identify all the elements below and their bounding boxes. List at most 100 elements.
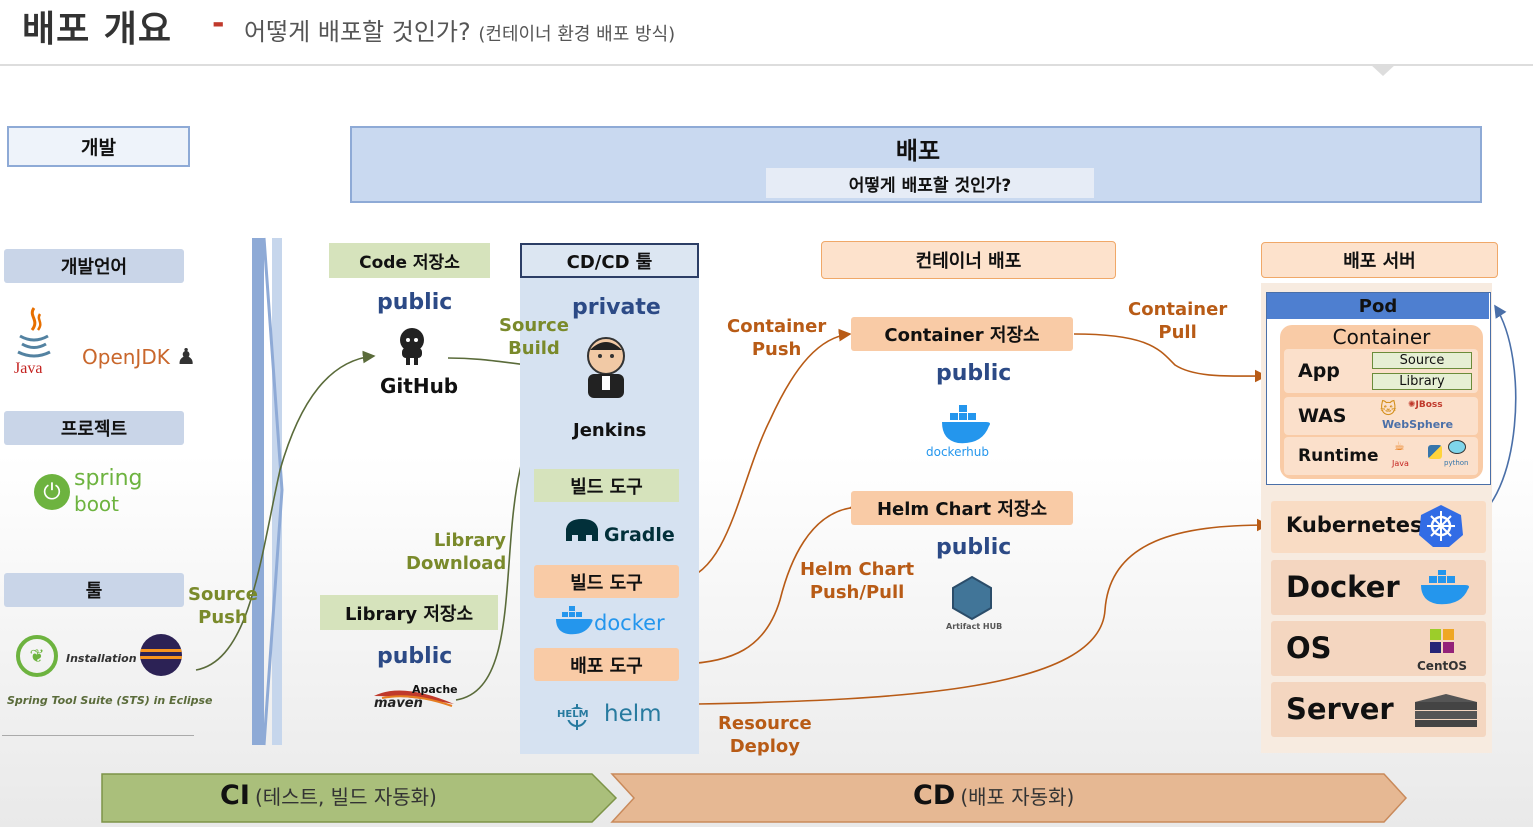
kubernetes-row: Kubernetes: [1271, 501, 1486, 553]
server-label: Server: [1286, 692, 1394, 726]
dev-bottom-line: [2, 735, 194, 736]
server-rack-icon: [1415, 692, 1477, 728]
source-build-line2: Build: [508, 338, 560, 359]
docker-text: docker: [594, 611, 665, 635]
openjdk-text: OpenJDK: [82, 345, 170, 369]
library-download-line1: Library: [433, 530, 506, 551]
docker-row-whale-icon: [1419, 570, 1471, 606]
header-notch: [1370, 64, 1396, 76]
build-tool-1-label: 빌드 도구: [534, 469, 679, 502]
eclipse-icon: [140, 634, 182, 676]
container-push-label: Container Push: [727, 315, 826, 361]
container-repo-label: Container 저장소: [851, 317, 1073, 351]
container-pull-line1: Container: [1128, 299, 1228, 320]
source-build-line1: Source: [499, 315, 569, 336]
dockerhub-whale-icon: [940, 405, 992, 445]
artifact-hub-hexagon-icon: [950, 575, 994, 621]
was-label: WAS: [1298, 405, 1347, 427]
deploy-title: 배포: [895, 136, 941, 165]
ci-label: CI: [220, 780, 250, 811]
app-row: App Source Library: [1284, 349, 1478, 393]
ci-separator-bar-2: [272, 238, 282, 745]
runtime-golang-icon: [1448, 440, 1466, 454]
docker-whale-icon: [554, 606, 594, 636]
container-push-line2: Push: [751, 339, 802, 360]
power-icon: ⏻: [34, 474, 70, 510]
cicd-visibility: private: [572, 295, 661, 320]
runtime-python-text: python: [1444, 459, 1469, 467]
page-title: 배포 개요: [22, 9, 173, 50]
ci-separator-bar: [252, 238, 264, 745]
container-push-line1: Container: [727, 316, 827, 337]
dev-lang-label: 개발언어: [4, 249, 184, 283]
cd-arrow-shape: [610, 773, 1408, 823]
github-text: GitHub: [380, 374, 459, 398]
spring-boot-logo: ⏻ spring boot: [34, 466, 154, 518]
helm-repo-label: Helm Chart 저장소: [851, 491, 1073, 525]
library-download-label: Library Download: [406, 529, 506, 575]
container-label: Container: [1332, 325, 1431, 349]
boot-text: boot: [74, 492, 120, 516]
helm-text: helm: [604, 701, 662, 727]
deploy-server-label: 배포 서버: [1261, 242, 1498, 278]
source-push-line2: Push: [198, 607, 248, 628]
jboss-icon: ✺JBoss: [1408, 400, 1443, 410]
project-label: 프로젝트: [4, 411, 184, 445]
library-download-line2: Download: [406, 553, 507, 574]
dev-title-box: 개발: [7, 126, 190, 167]
container-pull-line2: Pull: [1158, 322, 1197, 343]
resource-deploy-line1: Resource: [718, 713, 812, 734]
spring-text: spring: [74, 466, 143, 491]
ci-arrow-shape: [101, 773, 618, 823]
tomcat-icon: 🐱: [1380, 399, 1397, 418]
header-divider: [0, 64, 1533, 66]
arrow-container-pull: [1073, 333, 1268, 383]
arrow-container-push: [681, 328, 852, 581]
footer-arrows: [101, 773, 1408, 823]
source-push-line1: Source: [188, 584, 258, 605]
java-cup-icon: [17, 307, 51, 358]
dockerhub-text: dockerhub: [926, 445, 990, 459]
artifact-hub-text: Artifact HUB: [946, 622, 1003, 631]
jenkins-text: Jenkins: [573, 420, 647, 441]
websphere-text: WebSphere: [1382, 418, 1454, 431]
java-text: Java: [14, 360, 43, 377]
subtitle-small: (컨테이너 환경 배포 방식): [478, 24, 676, 45]
os-label: OS: [1286, 631, 1332, 665]
source-push-label: Source Push: [188, 583, 258, 629]
container-repo-visibility: public: [936, 361, 1012, 386]
gradle-text: Gradle: [604, 524, 675, 546]
container-box: Container App Source Library WAS 🐱 ✺JBos…: [1280, 325, 1483, 479]
sts-icon: ❦: [16, 635, 58, 677]
cd-sub-label: (배포 자동화): [960, 785, 1075, 809]
library-chip: Library: [1372, 373, 1472, 390]
ci-sub-label: (테스트, 빌드 자동화): [254, 785, 437, 809]
github-octocat-icon: [392, 324, 432, 366]
apache-text: Apache: [412, 683, 458, 696]
deploy-tool-label: 배포 도구: [534, 648, 679, 681]
code-repo-label: Code 저장소: [329, 243, 490, 278]
subtitle-text: 어떻게 배포할 것인가?: [244, 18, 471, 46]
build-tool-2-label: 빌드 도구: [534, 565, 679, 598]
docker-row: Docker: [1271, 560, 1486, 615]
os-row: OS CentOS: [1271, 621, 1486, 676]
runtime-java-icon: ☕: [1394, 439, 1405, 453]
deploy-question: 어떻게 배포할 것인가?: [766, 168, 1094, 198]
runtime-python-icon: [1428, 445, 1442, 459]
code-repo-visibility: public: [377, 290, 453, 315]
title-dash: -: [212, 6, 225, 41]
helm-repo-visibility: public: [936, 535, 1012, 560]
was-row: WAS 🐱 ✺JBoss WebSphere: [1284, 397, 1478, 435]
helm-pushpull-line1: Helm Chart: [800, 559, 915, 580]
openjdk-logo: OpenJDK ♟: [82, 345, 196, 370]
kubernetes-label: Kubernetes: [1286, 513, 1423, 537]
helm-pushpull-label: Helm Chart Push/Pull: [800, 558, 914, 604]
container-pull-label: Container Pull: [1128, 298, 1227, 344]
sts-caption: Spring Tool Suite (STS) in Eclipse: [7, 694, 213, 707]
cicd-label: CD/CD 툴: [520, 243, 699, 278]
tool-label: 툴: [4, 573, 184, 607]
separator-chevron: [262, 237, 284, 746]
pod-box: Pod Container App Source Library WAS 🐱 ✺…: [1266, 292, 1491, 485]
arrow-resource-deploy: [697, 518, 1270, 705]
pod-label: Pod: [1267, 293, 1489, 319]
